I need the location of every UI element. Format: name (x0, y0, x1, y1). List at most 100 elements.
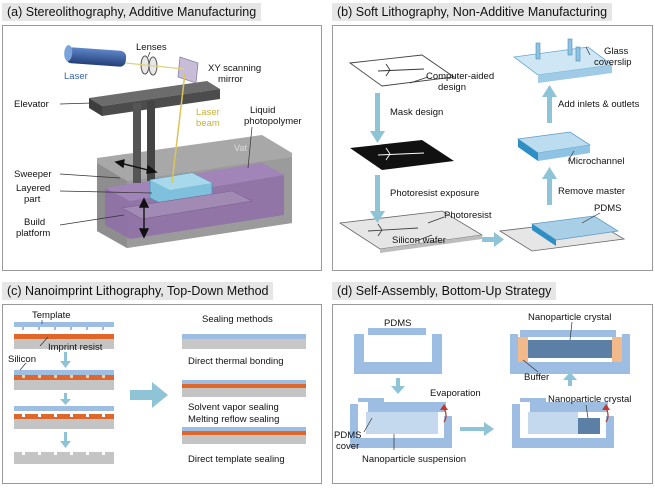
label-lenses: Lenses (136, 42, 167, 53)
label-cad-2: design (438, 82, 466, 93)
label-vat: Vat (234, 143, 247, 153)
label-elevator: Elevator (14, 99, 49, 110)
label-laser: Laser (64, 71, 88, 82)
label-mask-design: Mask design (390, 107, 443, 118)
sweeper-arrow (114, 159, 158, 174)
label-solvent-vapor: Solvent vapor sealing (188, 402, 279, 413)
suspension-remaining (528, 412, 578, 434)
elevator-left (89, 98, 102, 116)
laser-beam-path-1 (125, 62, 185, 70)
buffer-right (612, 337, 622, 362)
microchannel-block-front (538, 145, 590, 161)
self-assembly-diagram: PDMS Nanoparticle crystal Buffer Evapora… (334, 312, 631, 465)
label-build-2: platform (16, 228, 50, 239)
pdms-block-side (532, 224, 556, 246)
wafer-channel-pattern (367, 223, 419, 237)
glass-coverslip-front (538, 65, 612, 83)
laser-beam-path-2 (171, 72, 186, 184)
seal-stack-1 (182, 334, 306, 349)
pdms-trough-bottom-right (512, 404, 614, 448)
label-sealing-methods: Sealing methods (202, 314, 273, 325)
cad-sheet (348, 54, 456, 87)
stereolithography-diagram: Laser Lenses XY scanning mirror Elevator… (14, 42, 302, 248)
label-glass-1: Glass (604, 46, 629, 57)
panel-c-leaders (19, 320, 49, 371)
label-sweeper: Sweeper (14, 169, 52, 180)
label-pdms: PDMS (384, 318, 411, 329)
label-layered-2: part (24, 194, 41, 205)
evaporation-icon-right (602, 404, 610, 423)
panel-d-title: (d) Self-Assembly, Bottom-Up Strategy (332, 282, 557, 300)
elevator-front (102, 89, 220, 116)
nanoparticle-crystal-final (528, 340, 612, 358)
label-microchannel: Microchannel (568, 156, 625, 167)
layered-part-top (150, 173, 212, 190)
pdms-cover-bottom-right (520, 398, 608, 412)
label-nano-crystal-top: Nanoparticle crystal (528, 312, 611, 323)
seal-stack-3 (182, 427, 306, 444)
elevator-pillar-1 (133, 103, 141, 183)
laser-icon (64, 45, 127, 67)
pdms-cover-bottom (358, 398, 446, 412)
stack-1 (14, 322, 114, 349)
inlet-posts (535, 38, 581, 62)
panel-a-title: (a) Stereolithography, Additive Manufact… (2, 3, 262, 21)
panel-c: (c) Nanoimprint Lithography, Top-Down Me… (2, 282, 322, 486)
nanoimprint-diagram: Template Imprint resist Silicon Sealing … (8, 310, 306, 465)
elevator-top (89, 81, 220, 106)
label-silicon: Silicon (8, 354, 36, 365)
soft-lithography-diagram: Computer-aided design Mask design Photor… (338, 38, 640, 253)
stack-4 (14, 452, 114, 464)
label-template: Template (32, 310, 71, 321)
label-laser-beam-1: Laser (196, 107, 220, 118)
final-cover (520, 330, 616, 337)
nanoparticle-suspension (366, 412, 438, 434)
panel-a: (a) Stereolithography, Additive Manufact… (2, 3, 322, 273)
label-liquid-1: Liquid (250, 105, 275, 116)
label-cad-1: Computer-aided (426, 71, 494, 82)
panel-c-title: (c) Nanoimprint Lithography, Top-Down Me… (2, 282, 274, 300)
label-pdms-cover-2: cover (336, 441, 359, 452)
label-xy-mirror-2: mirror (218, 74, 243, 85)
microchannel-block-side (518, 139, 538, 161)
label-xy-mirror-1: XY scanning (208, 63, 261, 74)
panel-c-down-arrows (60, 352, 71, 448)
label-silicon-wafer: Silicon wafer (392, 235, 446, 246)
label-layered-1: Layered (16, 183, 50, 194)
elevator-pillar-2 (147, 101, 155, 181)
stack-3 (14, 406, 114, 429)
panel-b-title: (b) Soft Lithography, Non-Additive Manuf… (332, 3, 613, 21)
build-platform (121, 190, 253, 220)
xy-mirror-icon (177, 56, 199, 84)
label-glass-2: coverslip (594, 57, 632, 68)
panel-b: (b) Soft Lithography, Non-Additive Manuf… (332, 3, 653, 273)
label-pdms: PDMS (594, 203, 621, 214)
label-photoresist: Photoresist (444, 210, 492, 221)
label-add-inlets: Add inlets & outlets (558, 99, 640, 110)
pdms-trough-top (354, 334, 442, 374)
label-evaporation: Evaporation (430, 388, 481, 399)
pdms-trough-bottom (350, 404, 452, 448)
silicon-wafer-edge (380, 235, 482, 253)
platform-motion-arrow (138, 197, 150, 239)
nanoparticle-crystal-growing (578, 418, 600, 434)
stack-2 (14, 370, 114, 390)
pdms-cover-top (368, 328, 426, 335)
sealing-arrow (130, 382, 168, 408)
label-build-1: Build (24, 217, 45, 228)
label-laser-beam-2: beam (196, 118, 220, 129)
label-melting-reflow: Melting reflow sealing (188, 414, 279, 425)
panel-d: (d) Self-Assembly, Bottom-Up Strategy (332, 282, 653, 486)
label-pdms-cover-1: PDMS (334, 430, 361, 441)
mask-channel-pattern (377, 147, 425, 161)
label-direct-thermal: Direct thermal bonding (188, 356, 284, 367)
label-buffer: Buffer (524, 372, 549, 383)
seal-stack-2 (182, 380, 306, 397)
label-direct-template: Direct template sealing (188, 454, 285, 465)
panel-b-leaders (409, 46, 601, 242)
label-imprint-resist: Imprint resist (48, 342, 103, 353)
label-liquid-2: photopolymer (244, 116, 302, 127)
panel-d-leaders (363, 321, 589, 450)
panel-a-leaders (59, 51, 253, 226)
label-remove-master: Remove master (558, 186, 625, 197)
